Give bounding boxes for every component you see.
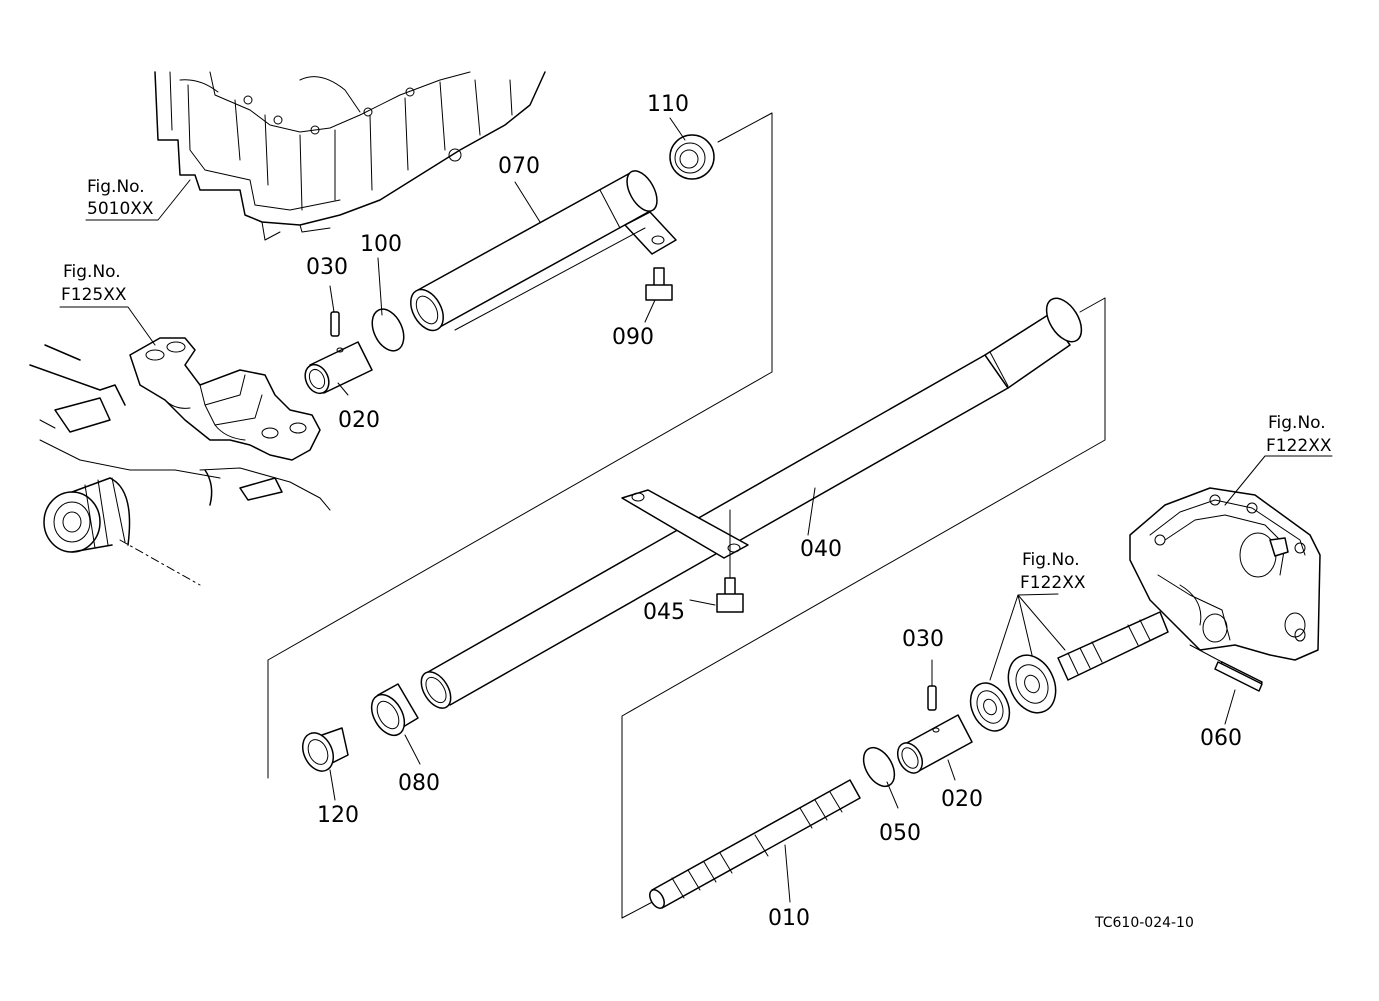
transmission-case-top (154, 71, 546, 241)
drawing-code: TC610-024-10 (1094, 915, 1194, 931)
part-030-pin-top (330, 311, 340, 337)
front-axle-bracket-left (29, 337, 331, 586)
svg-text:Fig.No.: Fig.No. (87, 177, 145, 197)
label-020-bottom: 020 (941, 787, 983, 812)
label-010: 010 (768, 906, 810, 931)
label-050: 050 (879, 821, 921, 846)
part-080-seal (370, 683, 419, 737)
part-070-tube (410, 170, 677, 332)
svg-text:Fig.No.: Fig.No. (1022, 550, 1080, 570)
label-030-bottom: 030 (902, 627, 944, 652)
svg-text:Fig.No.: Fig.No. (1268, 413, 1326, 433)
fig-ref-bearing: Fig.No. F122XX (1020, 550, 1086, 593)
part-040-tube (420, 297, 1083, 709)
fig-ref-top: Fig.No. 5010XX (87, 177, 154, 219)
label-020-top: 020 (338, 408, 380, 433)
part-090-bolt (645, 267, 673, 301)
fig-ref-left: Fig.No. F125XX (61, 262, 127, 305)
label-110: 110 (647, 92, 689, 117)
svg-text:Fig.No.: Fig.No. (63, 262, 121, 282)
svg-text:F122XX: F122XX (1266, 436, 1332, 456)
label-070: 070 (498, 154, 540, 179)
part-030-pin-bottom (927, 685, 937, 711)
label-120: 120 (317, 803, 359, 828)
label-080: 080 (398, 771, 440, 796)
part-045-plate (621, 489, 749, 613)
part-120-cap (302, 727, 349, 772)
label-040: 040 (800, 537, 842, 562)
part-110-bearing (669, 134, 715, 180)
input-shaft (1057, 611, 1169, 681)
svg-text:F125XX: F125XX (61, 285, 127, 305)
fig-ref-right: Fig.No. F122XX (1266, 413, 1332, 456)
label-060: 060 (1200, 726, 1242, 751)
label-100: 100 (360, 232, 402, 257)
part-050-oring (862, 746, 896, 788)
part-020-coupling-top (304, 341, 373, 395)
part-020-coupling-bottom (896, 714, 973, 774)
frame-upper (267, 112, 773, 779)
part-100-oring (371, 308, 405, 352)
frame-upper-top (717, 112, 773, 143)
svg-text:5010XX: 5010XX (87, 199, 154, 219)
part-060-pin (1214, 661, 1263, 692)
frame-lower-top (1079, 297, 1106, 313)
frame-lower (621, 297, 1106, 919)
svg-text:F122XX: F122XX (1020, 573, 1086, 593)
bearing-pair (969, 654, 1057, 732)
gear-case-right (1129, 487, 1321, 691)
label-045: 045 (643, 600, 685, 625)
leader-lines (59, 117, 1333, 903)
part-010-shaft (649, 779, 861, 909)
label-030-top: 030 (306, 255, 348, 280)
label-090: 090 (612, 325, 654, 350)
